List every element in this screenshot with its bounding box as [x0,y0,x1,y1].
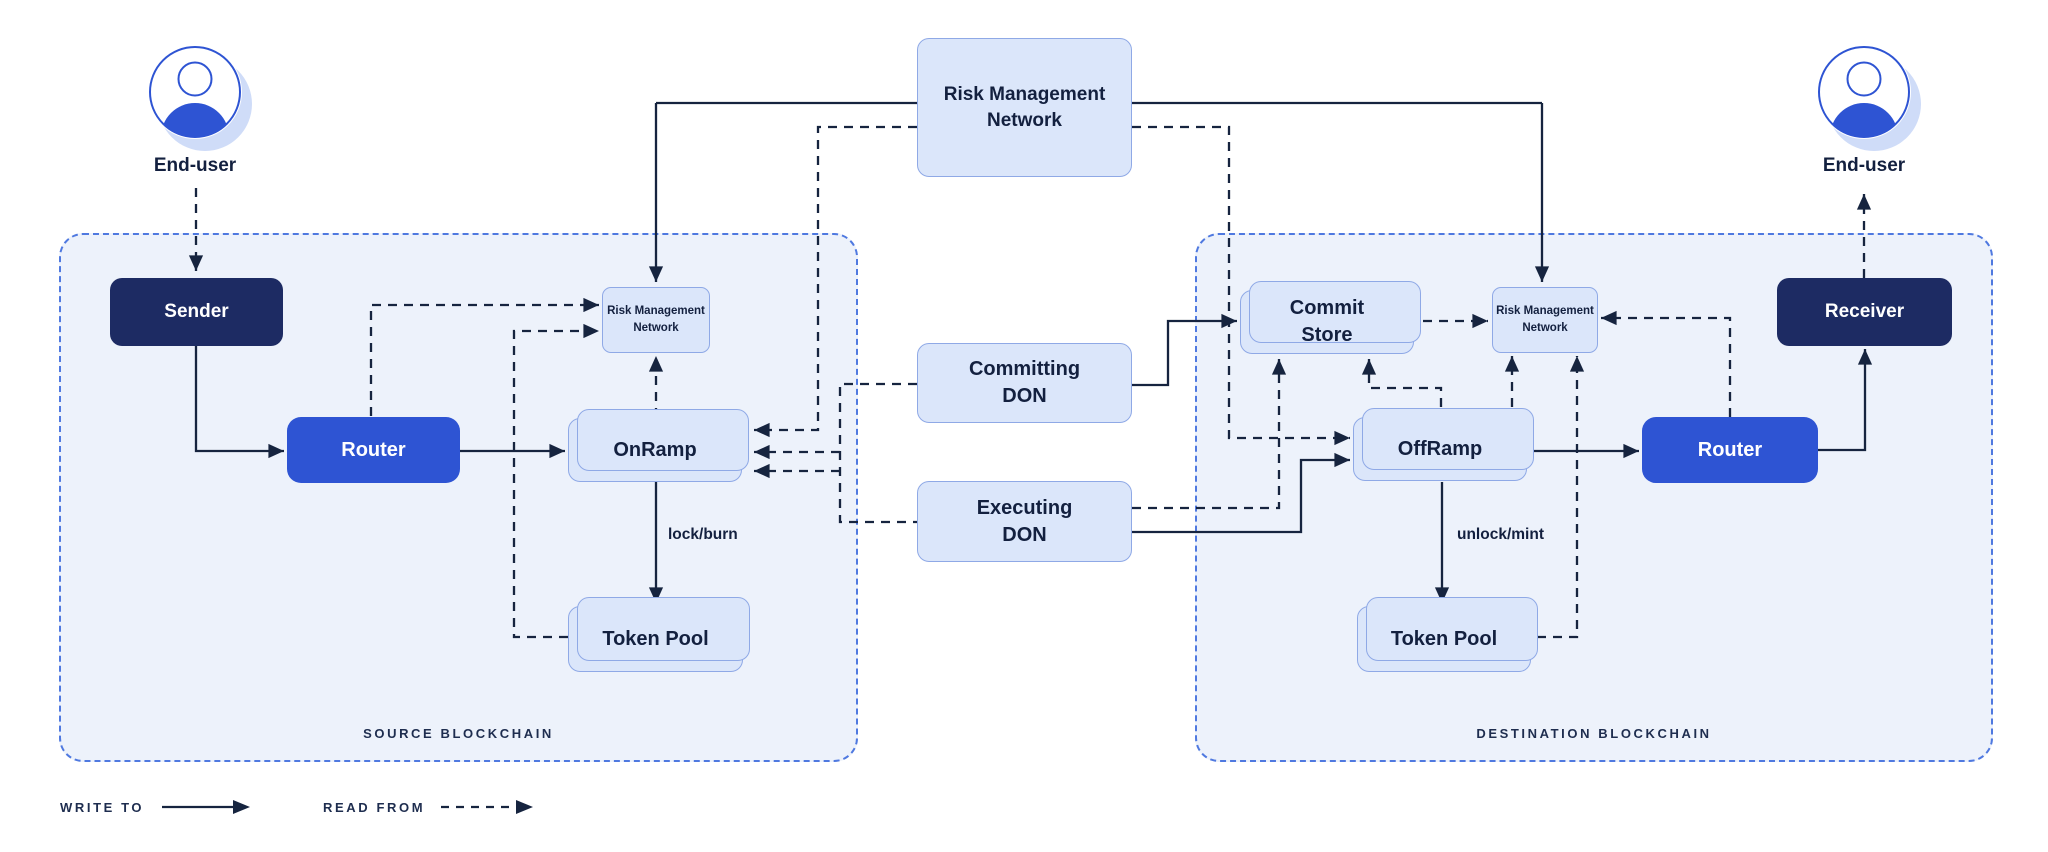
node-receiver: Receiver [1777,278,1952,346]
edge-router-to-rmn-dest [1601,310,1732,417]
edge-rmn-top-to-onramp [754,125,917,438]
write-arrow-icon [162,800,250,814]
source-blockchain-label: SOURCE BLOCKCHAIN [363,726,554,741]
node-sender: Sender [110,278,283,346]
end-user-avatar-dest [1817,45,1911,139]
node-executing-don: Executing DON [917,481,1132,562]
node-risk-management-network-source: Risk Management Network [602,287,710,353]
edge-executing-don-to-commit-store [1132,359,1287,510]
unlock-mint-label: unlock/mint [1457,526,1544,543]
end-user-avatar-source [148,45,242,139]
node-risk-management-network-top: Risk Management Network [917,38,1132,177]
node-token-pool-source: Token Pool [568,597,750,672]
edge-tokenpool-to-rmn-dest [1537,356,1585,639]
edge-rmn-top-to-offramp [1132,125,1350,446]
edge-committing-don-to-commit-store [1132,313,1237,387]
edge-router-to-rmn-source [369,297,599,416]
read-arrow-icon [441,800,533,814]
node-onramp: OnRamp [568,409,749,482]
user-icon [149,46,241,138]
legend-write-to-label: WRITE TO [60,800,145,815]
edge-tokenpool-to-rmn-source [512,323,599,639]
edge-executing-don-to-offramp [1132,452,1350,534]
node-token-pool-dest: Token Pool [1357,597,1538,672]
node-router-source: Router [287,417,460,483]
node-router-dest: Router [1642,417,1818,483]
edge-dons-read-bus [838,382,917,524]
edge-sender-to-router [194,346,284,459]
node-offramp: OffRamp [1353,408,1534,481]
edge-router-to-receiver [1818,349,1873,452]
edge-offramp-to-commit-store [1361,359,1443,407]
node-commit-store: Commit Store [1240,281,1421,354]
node-committing-don: Committing DON [917,343,1132,423]
end-user-label-source: End-user [153,155,237,176]
end-user-label-dest: End-user [1822,155,1906,176]
user-icon [1818,46,1910,138]
destination-blockchain-label: DESTINATION BLOCKCHAIN [1476,726,1712,741]
legend-read-from-label: READ FROM [323,800,426,815]
node-risk-management-network-dest: Risk Management Network [1492,287,1598,353]
lock-burn-label: lock/burn [668,526,738,543]
